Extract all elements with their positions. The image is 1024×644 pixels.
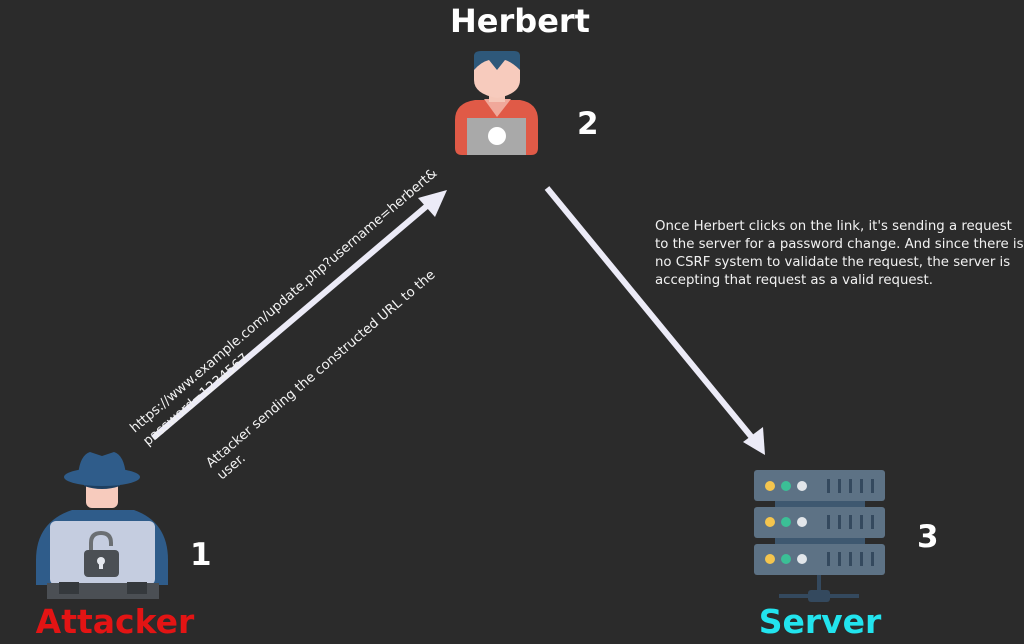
server-unit <box>754 470 885 501</box>
user-laptop-icon <box>455 51 538 155</box>
herbert-label: Herbert <box>450 2 590 40</box>
server-unit <box>754 507 885 538</box>
step-number-1: 1 <box>190 537 212 573</box>
attacker-label: Attacker <box>35 602 195 641</box>
server-label: Server <box>758 602 882 641</box>
server-unit <box>754 544 885 575</box>
arrow-attacker-to-herbert <box>151 190 447 441</box>
step-number-3: 3 <box>917 519 939 555</box>
hacker-laptop-icon <box>36 452 168 599</box>
server-request-description: Once Herbert clicks on the link, it's se… <box>655 219 1024 288</box>
step-number-2: 2 <box>577 106 599 142</box>
arrow-herbert-to-server <box>544 186 765 455</box>
server-rack-icon <box>754 470 885 602</box>
